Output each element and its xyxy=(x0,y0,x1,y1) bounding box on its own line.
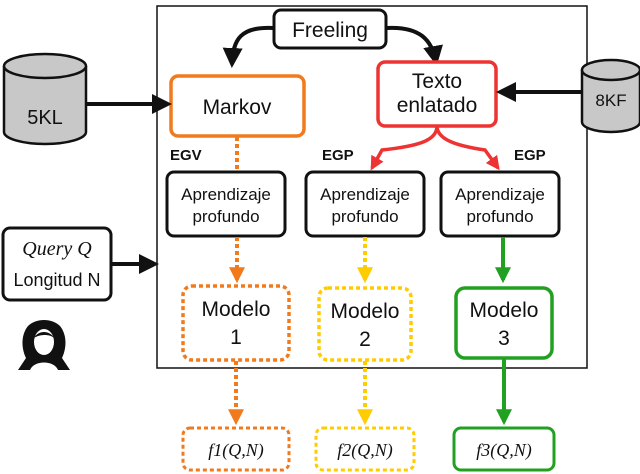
f2-label: f2(Q,N) xyxy=(337,440,393,461)
modelo1-line1: Modelo xyxy=(202,298,271,321)
system-frame xyxy=(156,5,588,369)
f3-label: f3(Q,N) xyxy=(476,440,532,461)
deep1-line2: profundo xyxy=(192,207,259,226)
markov-node: Markov xyxy=(169,74,306,138)
arrow-texto-to-deep2 xyxy=(370,125,439,171)
texto-label-line2: enlatado xyxy=(397,94,478,117)
query-input-node: Query Q Longitud N xyxy=(1,226,113,302)
freeling-label: Freeling xyxy=(292,19,368,42)
deep2-line1: Aprendizaje xyxy=(320,185,410,204)
deep3-line2: profundo xyxy=(466,207,533,226)
query-line2: Longitud N xyxy=(13,270,100,290)
modelo-1-node: Modelo 1 xyxy=(181,284,291,362)
modelo-3-node: Modelo 3 xyxy=(454,286,554,360)
modelo3-line2: 3 xyxy=(498,327,510,350)
deep-learning-node-2: Aprendizaje profundo xyxy=(304,170,426,238)
db-8kf-label: 8KF xyxy=(595,91,626,110)
database-8kf: 8KF xyxy=(580,58,640,134)
modelo3-line1: Modelo xyxy=(470,299,539,322)
deep1-line1: Aprendizaje xyxy=(181,185,271,204)
f1-label: f1(Q,N) xyxy=(208,440,264,461)
texto-label-line1: Texto xyxy=(412,70,462,93)
freeling-node: Freeling xyxy=(272,8,388,50)
markov-label: Markov xyxy=(203,96,272,119)
deep-learning-node-1: Aprendizaje profundo xyxy=(165,170,287,238)
arrow-freeling-to-markov xyxy=(222,25,275,68)
f2-output-node: f2(Q,N) xyxy=(314,426,416,472)
f1-output-node: f1(Q,N) xyxy=(181,426,291,472)
texto-enlatado-node: Texto enlatado xyxy=(376,60,498,128)
egp-label-right: EGP xyxy=(514,147,546,164)
deep3-line1: Aprendizaje xyxy=(455,185,545,204)
modelo-2-node: Modelo 2 xyxy=(317,286,413,362)
egv-label: EGV xyxy=(170,147,202,164)
egp-label-left: EGP xyxy=(322,147,354,164)
deep-learning-node-3: Aprendizaje profundo xyxy=(439,170,561,238)
arrow-freeling-to-texto xyxy=(385,25,443,66)
modelo2-line1: Modelo xyxy=(331,300,400,323)
database-5kl: 5KL xyxy=(2,52,88,146)
arrow-texto-to-deep3 xyxy=(435,125,500,171)
deep2-line2: profundo xyxy=(331,207,398,226)
modelo2-line2: 2 xyxy=(359,328,371,351)
db-5kl-label: 5KL xyxy=(27,107,63,129)
user-silhouette-icon xyxy=(18,320,70,370)
modelo1-line2: 1 xyxy=(230,326,242,349)
query-line1: Query Q xyxy=(22,238,92,260)
f3-output-node: f3(Q,N) xyxy=(452,426,556,472)
